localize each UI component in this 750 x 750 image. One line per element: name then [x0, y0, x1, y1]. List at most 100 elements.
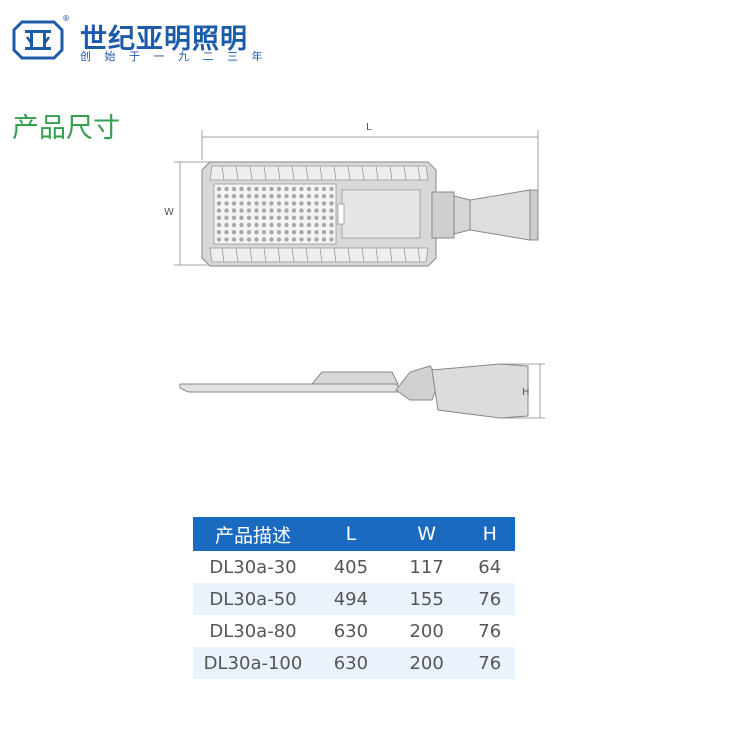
led-dot [216, 237, 222, 242]
led-dot [284, 194, 289, 199]
led-dot [321, 237, 327, 242]
table-row: DL30a-50 494 155 76 [193, 583, 515, 615]
led-dot [291, 215, 297, 220]
led-dot [306, 222, 312, 228]
length-label: L [366, 122, 372, 133]
led-dot [269, 230, 274, 235]
led-dot [284, 222, 289, 228]
cell-height: 76 [478, 620, 502, 642]
led-dot [314, 222, 319, 228]
led-dot [231, 186, 237, 192]
led-dot [254, 208, 259, 213]
led-dot [239, 208, 244, 213]
led-dot [246, 194, 252, 199]
led-dot [291, 201, 297, 206]
cell-height: 76 [464, 647, 515, 679]
led-dot [306, 194, 312, 199]
led-dot [329, 201, 334, 206]
height-label: H [522, 387, 530, 398]
header-length: L [313, 517, 389, 551]
led-dot [291, 194, 297, 199]
led-dot [299, 208, 304, 213]
led-dot [216, 215, 222, 220]
led-dot [246, 230, 252, 235]
led-dot [329, 208, 334, 213]
led-dot [284, 215, 289, 220]
led-dot [224, 215, 229, 220]
led-dot [314, 215, 319, 220]
led-dot [269, 222, 274, 228]
led-dot [284, 230, 289, 235]
led-dot [299, 201, 304, 206]
led-dot [224, 208, 229, 213]
led-dot [291, 222, 297, 228]
table-header-row: 产品描述 L W H [193, 517, 515, 551]
led-dot [321, 194, 327, 199]
led-dot [321, 186, 327, 192]
led-dot [254, 215, 259, 220]
led-dot [224, 194, 229, 199]
led-dot [314, 194, 319, 199]
led-dot [261, 222, 267, 228]
led-dot [306, 237, 312, 242]
led-dot [306, 215, 312, 220]
led-dot [231, 215, 237, 220]
led-dot [321, 222, 327, 228]
led-dot [329, 222, 334, 228]
led-dot [269, 194, 274, 199]
led-dot [216, 194, 222, 199]
led-dot [291, 208, 297, 213]
led-dot [291, 230, 297, 235]
led-dot [231, 230, 237, 235]
led-dot [216, 230, 222, 235]
led-dot [299, 215, 304, 220]
led-dot [239, 201, 244, 206]
led-dot [269, 215, 274, 220]
led-dot [291, 237, 297, 242]
led-dot [239, 237, 244, 242]
led-dot [231, 222, 237, 228]
cell-length: 494 [313, 583, 389, 615]
cell-model: DL30a-30 [209, 556, 297, 578]
cell-length: 630 [333, 620, 369, 642]
led-dot [216, 222, 222, 228]
led-dot [269, 208, 274, 213]
header-width: W [388, 517, 465, 551]
registered-mark: ® [62, 14, 70, 23]
table-row: DL30a-100 630 200 76 [193, 647, 515, 679]
led-dot [239, 230, 244, 235]
cell-width: 155 [388, 583, 465, 615]
cell-model: DL30a-100 [193, 647, 313, 679]
led-dot [299, 237, 304, 242]
led-dot [261, 201, 267, 206]
length-dimension [201, 130, 539, 200]
led-dot [269, 237, 274, 242]
lamp-housing-top [201, 161, 437, 267]
led-dot [216, 208, 222, 213]
led-dot [306, 186, 312, 192]
cell-height: 64 [478, 556, 502, 578]
led-dot [246, 222, 252, 228]
company-logo [12, 20, 64, 60]
led-dot [276, 194, 282, 199]
led-dot [276, 215, 282, 220]
led-dot [321, 201, 327, 206]
led-dot [231, 194, 237, 199]
led-dot [254, 194, 259, 199]
width-dimension [174, 161, 210, 266]
led-dot [261, 215, 267, 220]
led-dot [239, 215, 244, 220]
led-dot [254, 186, 259, 192]
led-dot [239, 186, 244, 192]
led-dot [246, 237, 252, 242]
led-dot [321, 208, 327, 213]
led-dot [231, 208, 237, 213]
led-dot [224, 230, 229, 235]
led-dot [231, 237, 237, 242]
width-label: W [164, 207, 174, 218]
led-dot [329, 215, 334, 220]
cell-model: DL30a-80 [209, 620, 297, 642]
cell-width: 200 [388, 647, 465, 679]
cell-length: 405 [333, 556, 369, 578]
led-dot [254, 230, 259, 235]
